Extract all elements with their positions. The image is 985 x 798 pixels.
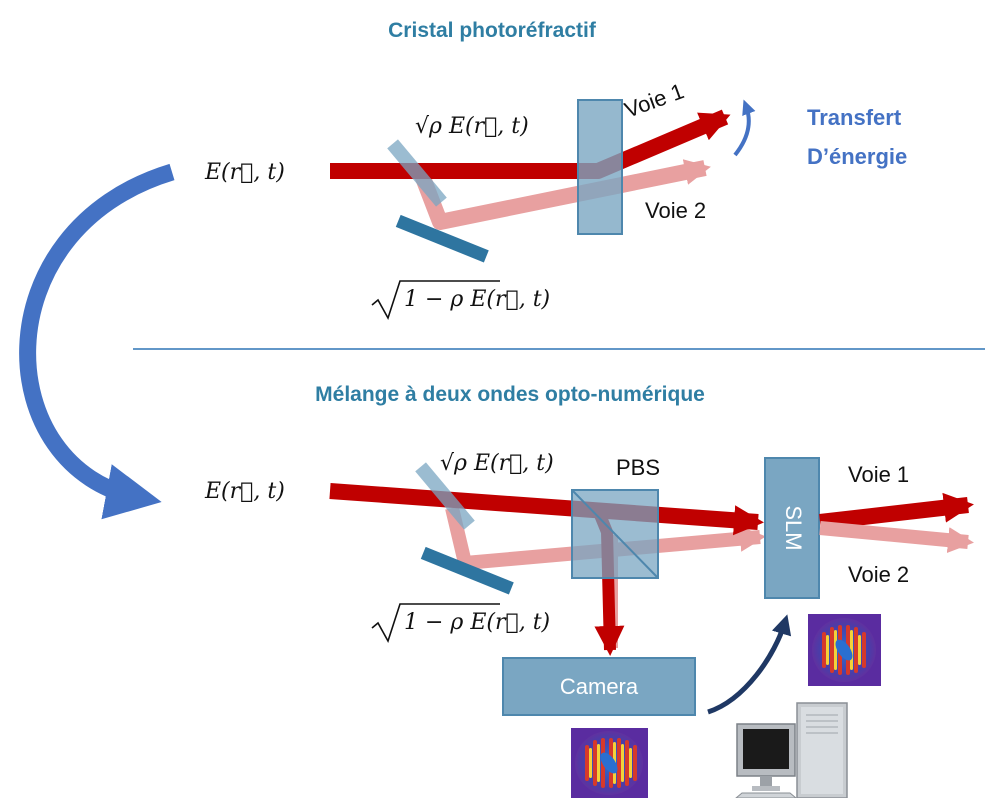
bottom-beam-splitter [415,462,475,530]
svg-text:1 − ρ E(r⃗, t): 1 − ρ E(r⃗, t) [404,610,550,635]
bottom-input-field-label: E(r⃗, t) [204,479,285,504]
camera-label: Camera [560,674,639,699]
computer-icon [735,702,848,798]
interference-pattern-icon [571,728,648,798]
top-beam-splitter [387,139,447,207]
bottom-voie1-label: Voie 1 [848,462,909,487]
bottom-voie2-label: Voie 2 [848,562,909,587]
bottom-output-voie2 [819,521,974,554]
transfer-label-line2: D’énergie [807,144,907,169]
feedback-arrow [707,614,792,715]
pbs-label: PBS [616,455,660,480]
top-mirror [395,214,489,263]
spatial-light-modulator [764,457,820,599]
photorefractive-crystal [577,99,623,235]
bottom-mirror-label: 1 − ρ E(r⃗, t) [371,603,550,643]
pbs-diagonal [571,489,659,579]
top-voie1-label: Voie 1 [621,78,687,122]
slm-label: SLM [781,505,806,550]
bottom-output-voie1 [819,492,974,530]
bottom-title: Mélange à deux ondes opto-numérique [315,383,705,406]
energy-transfer-arrow [733,99,756,157]
top-splitter-label: √ρ E(r⃗, t) [415,114,529,139]
top-voie2-label: Voie 2 [645,198,706,223]
camera [502,657,696,716]
top-title: Cristal photoréfractif [388,19,597,42]
bottom-splitter-label: √ρ E(r⃗, t) [440,451,554,476]
transition-arrow [19,163,175,520]
top-input-field-label: E(r⃗, t) [204,160,285,185]
interference-pattern-icon [808,614,881,686]
top-mirror-label: 1 − ρ E(r⃗, t) [371,280,550,320]
svg-text:1 − ρ E(r⃗, t): 1 − ρ E(r⃗, t) [404,287,550,312]
bottom-strong-beam [329,483,764,536]
bottom-mirror [420,546,514,595]
transfer-label-line1: Transfert [807,105,902,130]
